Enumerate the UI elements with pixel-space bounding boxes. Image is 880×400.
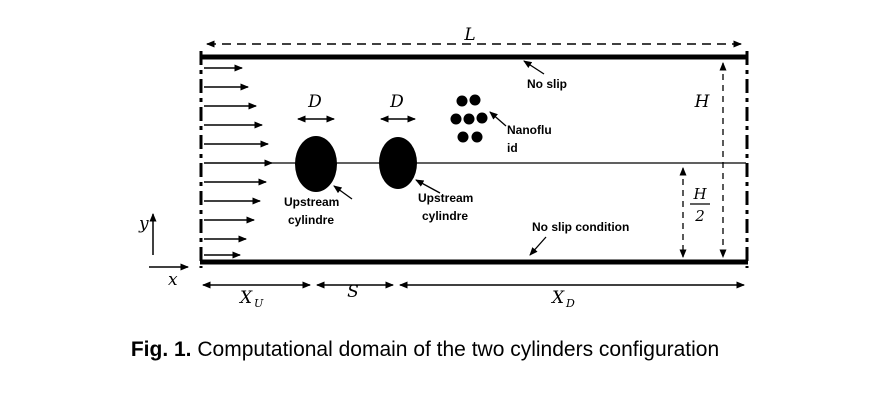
upstream-cylinder-leader-arrow: [333, 185, 353, 200]
spacing-label: S: [347, 282, 359, 302]
nanofluid-label-line2: id: [507, 141, 518, 155]
spacing-dimension: S: [316, 281, 394, 302]
length-dimension: L: [206, 25, 742, 48]
x-upstream-dimension: X U: [202, 281, 311, 310]
y-axis-label: y: [138, 214, 149, 234]
no-slip-top-annotation: No slip: [523, 60, 567, 91]
x-downstream-subscript: D: [565, 297, 575, 310]
x-axis-label: x: [168, 270, 178, 290]
figure-caption: Fig. 1. Computational domain of the two …: [0, 338, 850, 362]
x-upstream-label: X: [238, 288, 253, 308]
upstream-cylinder-label-line1: Upstream: [284, 195, 339, 209]
diameter-dimension-upstream: D: [297, 92, 335, 123]
half-height-numerator: H: [692, 185, 707, 203]
no-slip-bottom-annotation: No slip condition: [529, 220, 629, 256]
nanofluid-annotation: Nanoflu id: [489, 111, 552, 155]
upstream-cylinder: [295, 136, 337, 192]
downstream-cylinder-label-line1: Upstream: [418, 191, 473, 205]
no-slip-top-label: No slip: [527, 77, 567, 91]
diameter-dimension-downstream: D: [380, 92, 416, 123]
figure-caption-text: Computational domain of the two cylinder…: [197, 338, 720, 361]
coordinate-axes: y x: [138, 213, 189, 290]
downstream-cylinder-label-line2: cylindre: [422, 209, 468, 223]
height-label: H: [694, 92, 711, 112]
x-downstream-label: X: [550, 288, 565, 308]
length-label: L: [463, 25, 475, 45]
nanofluid-leader-arrow: [489, 111, 507, 127]
computational-domain-diagram: L D D: [138, 25, 749, 310]
downstream-cylinder-annotation: Upstream cylindre: [415, 179, 473, 223]
figure-caption-label: Fig. 1.: [130, 338, 192, 361]
no-slip-top-leader-arrow: [523, 60, 545, 75]
downstream-cylinder: [379, 137, 417, 189]
x-upstream-subscript: U: [254, 297, 264, 310]
diameter-downstream-label: D: [389, 92, 404, 112]
x-downstream-dimension: X D: [399, 281, 745, 310]
diameter-upstream-label: D: [307, 92, 322, 112]
channel-walls: [199, 51, 749, 268]
no-slip-bottom-leader-arrow: [529, 236, 547, 256]
nanofluid-particles: [450, 94, 488, 143]
height-dimension: H: [694, 62, 727, 258]
nanofluid-label-line1: Nanoflu: [507, 123, 552, 137]
downstream-cylinder-leader-arrow: [415, 179, 441, 194]
inlet-velocity-profile: [204, 64, 273, 259]
no-slip-bottom-label: No slip condition: [532, 220, 629, 234]
upstream-cylinder-label-line2: cylindre: [288, 213, 334, 227]
half-height-denominator: 2: [694, 207, 705, 225]
upstream-cylinder-annotation: Upstream cylindre: [284, 185, 353, 227]
half-height-dimension: H 2: [679, 167, 710, 258]
